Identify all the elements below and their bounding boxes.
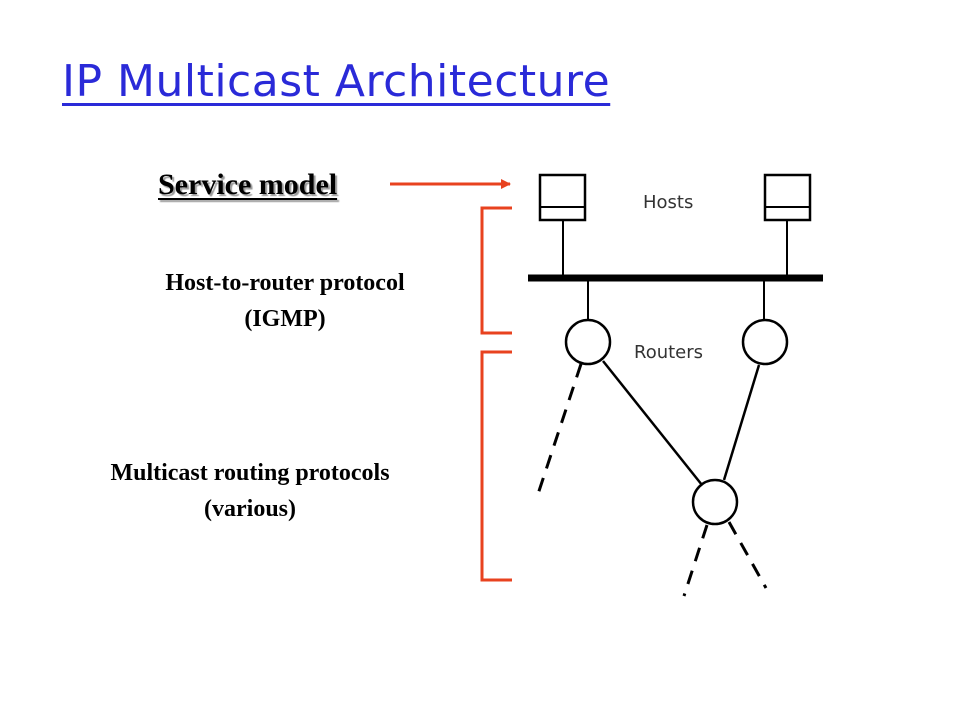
link-left-router-to-bottom-router: [602, 360, 703, 486]
service-model-label: Service model: [158, 168, 338, 201]
host-router-protocol-line2: (IGMP): [244, 306, 326, 332]
multicast-routing-line1: Multicast routing protocols: [110, 460, 390, 486]
slide-title: IP Multicast Architecture: [62, 56, 611, 107]
router-bottom-icon: [691, 478, 739, 526]
router-left-icon: [564, 318, 612, 366]
link-right-router-to-bottom-router: [722, 364, 761, 481]
dashed-link-bottom-left: [682, 524, 709, 597]
host-router-protocol-line1: Host-to-router protocol: [165, 270, 405, 296]
host-left-icon: [538, 173, 587, 222]
dashed-link-left-router: [536, 363, 583, 495]
hosts-label: Hosts: [643, 192, 694, 213]
multicast-routing-line2: (various): [204, 496, 296, 522]
routers-label: Routers: [634, 342, 704, 363]
dashed-link-bottom-right: [727, 521, 768, 589]
host-right-icon: [763, 173, 812, 222]
routing-bracket: [480, 350, 512, 582]
host-router-protocol-label: Host-to-router protocol (IGMP): [100, 265, 470, 337]
router-right-icon: [741, 318, 789, 366]
multicast-routing-protocols-label: Multicast routing protocols (various): [60, 455, 440, 527]
igmp-bracket: [480, 206, 512, 335]
